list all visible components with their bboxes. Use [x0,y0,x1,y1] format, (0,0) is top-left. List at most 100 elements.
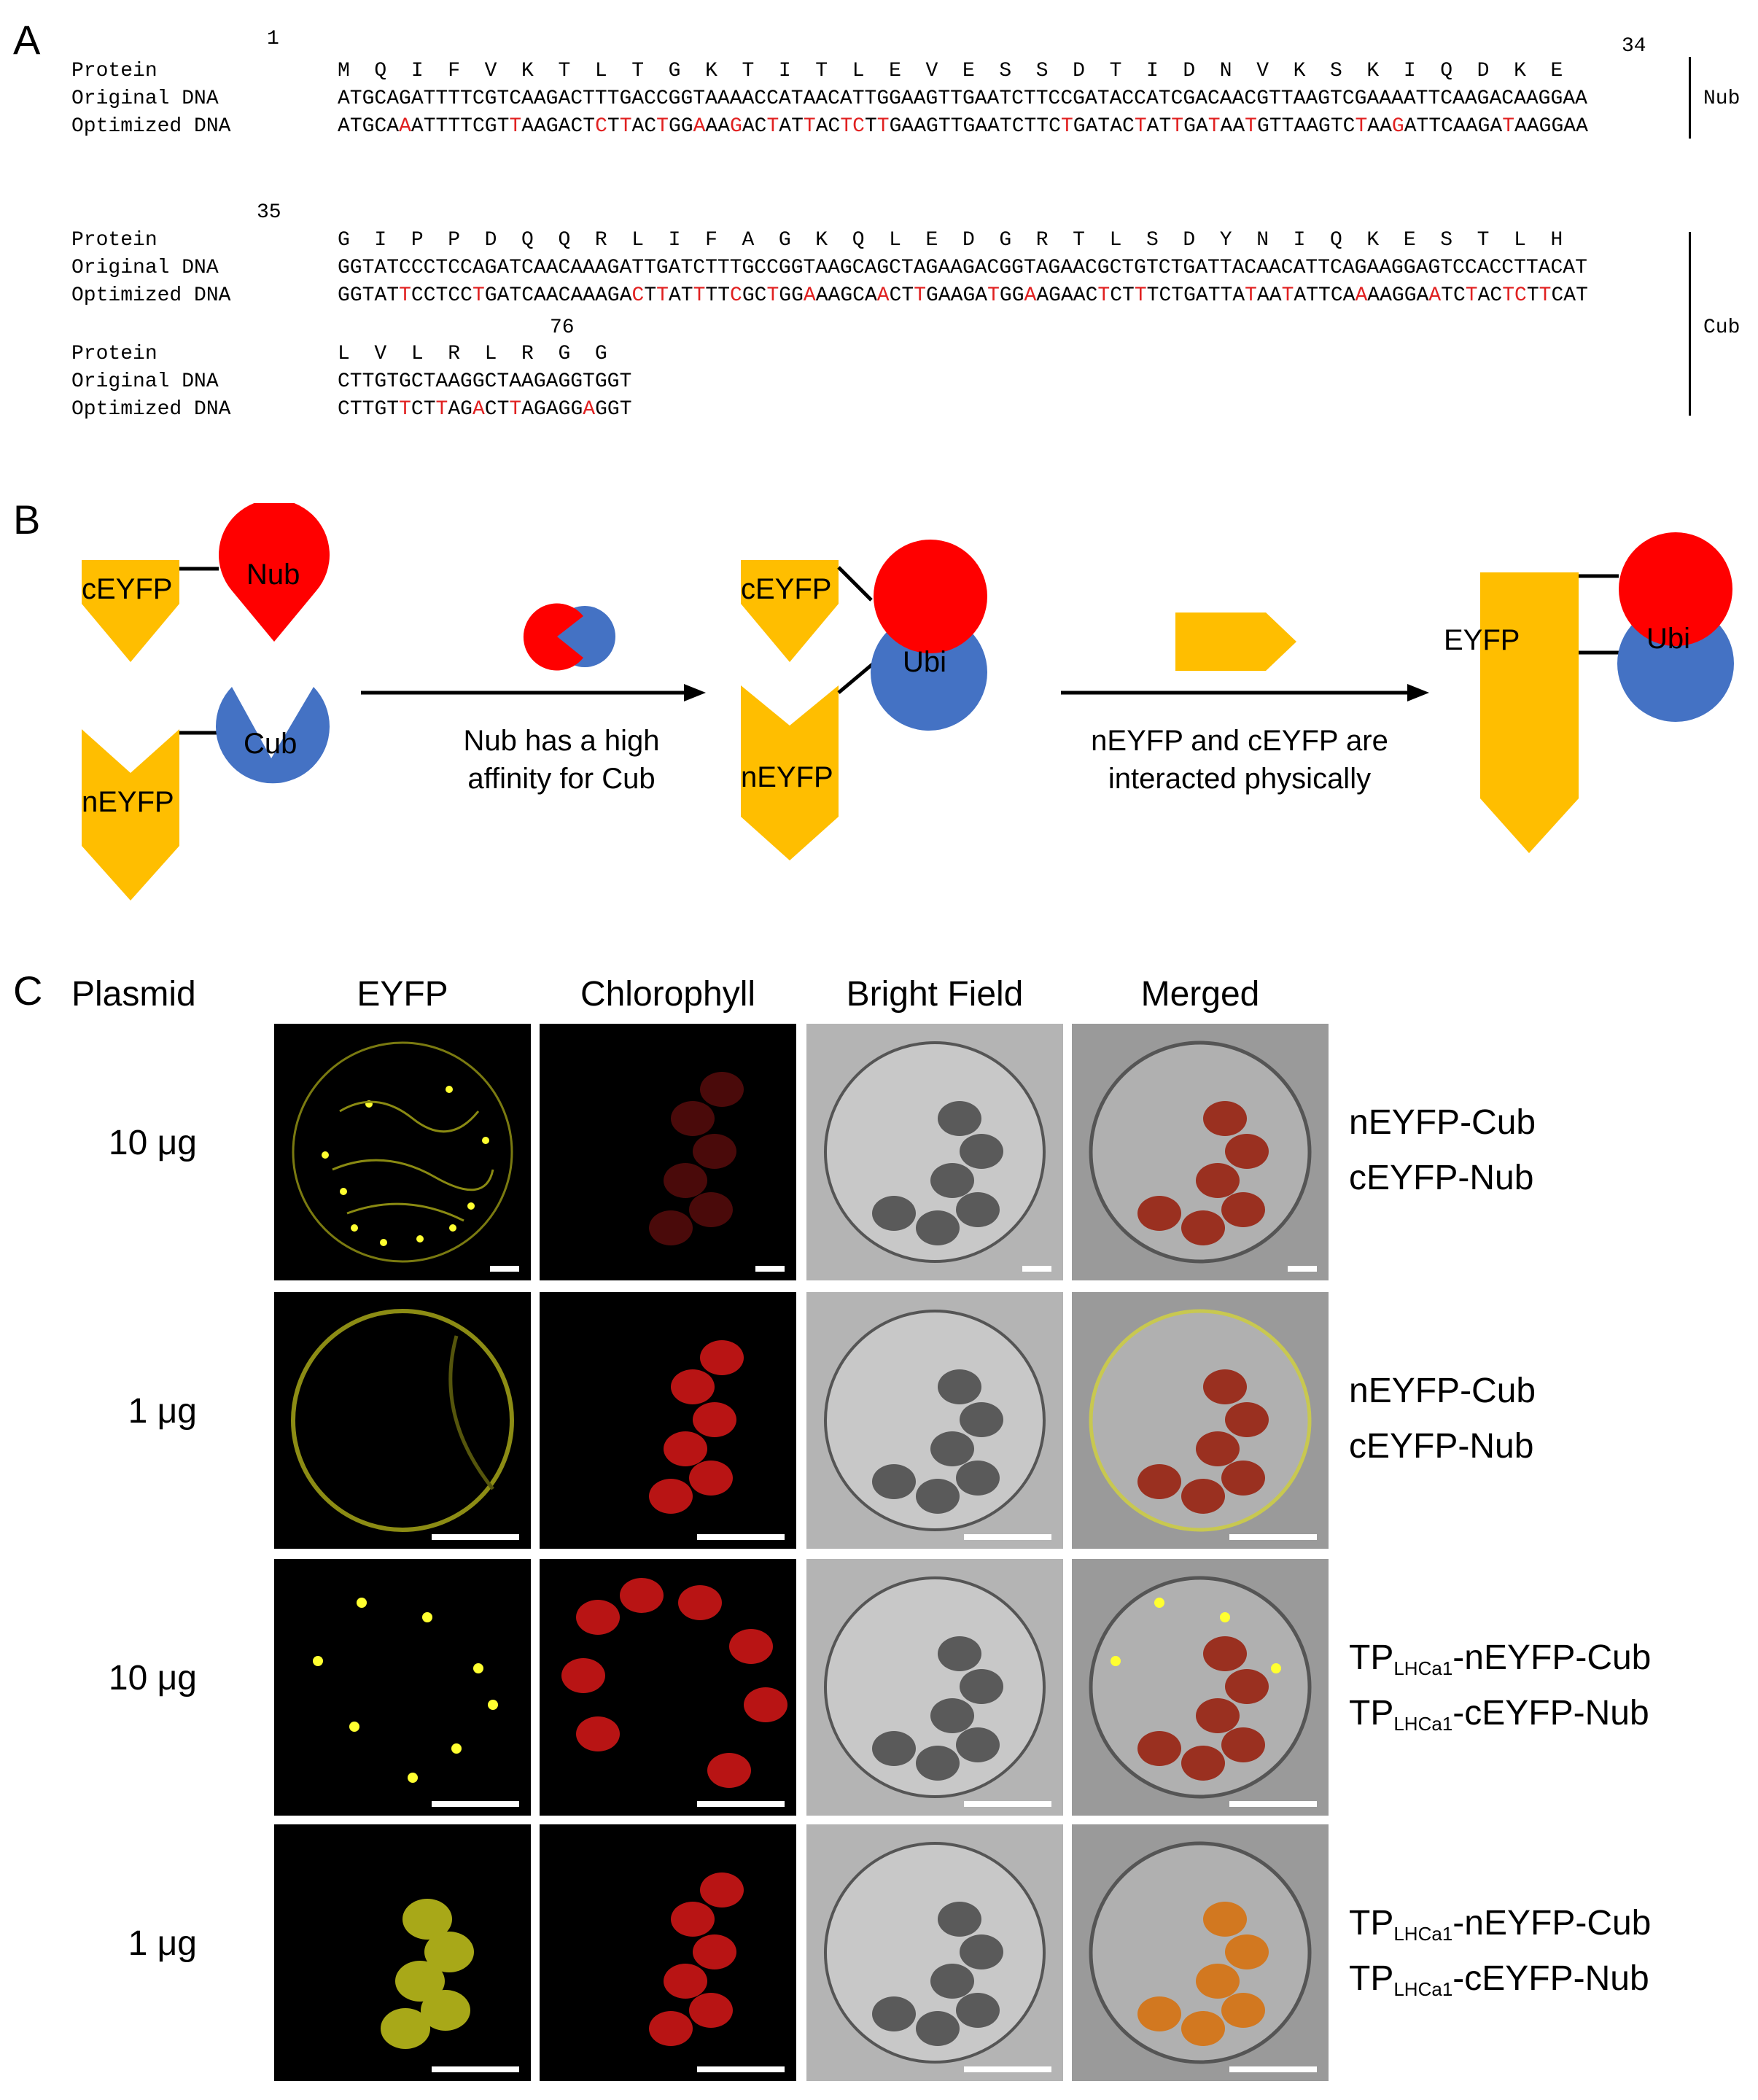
nub-bracket [1689,57,1691,139]
micrograph-bf-row-1 [806,1024,1063,1280]
scale-bar [432,2066,519,2072]
micrograph-bf-row-3 [806,1559,1063,1816]
eyfp-header: EYFP [357,975,448,1014]
position-35: 35 [257,201,281,224]
scale-bar [1022,1266,1051,1272]
panel-c-letter: C [13,968,43,1014]
ceyfp-shape-2 [741,560,839,662]
position-1: 1 [267,28,279,50]
chlorophyll-header: Chlorophyll [580,975,756,1014]
micrograph-chl-row-1 [540,1024,796,1280]
scale-bar [964,2066,1051,2072]
micrograph-merge-row-4 [1072,1824,1329,2081]
scale-bar [697,1801,785,1807]
scale-bar [1229,1534,1317,1540]
merged-header: Merged [1140,975,1260,1014]
dose-label-row-3: 10 μg [108,1659,197,1698]
neyfp-shape-2 [741,685,839,860]
block2-optimized-seq: GGTATTCCTCCTGATCAACAAAGACTTATTTTCGCTGGAA… [338,284,1588,307]
scale-bar [432,1801,519,1807]
scale-bar [964,1801,1051,1807]
micrograph-chl-row-4 [540,1824,796,2081]
nub-shape-2 [874,540,987,653]
dose-label-row-2: 1 μg [128,1392,197,1431]
arrow-step-2-head [1407,684,1429,701]
neyfp-label-2: nEYFP [741,761,833,793]
block2-original-seq: GGTATCCCTCCAGATCAACAAAGATTGATCTTTGCCGGTA… [338,257,1587,279]
block3-protein-seq: L V L R L R G G [338,343,607,365]
construct-label-row-2-l2: cEYFP-Nub [1349,1427,1534,1466]
micrograph-eyfp-row-3 [274,1559,531,1816]
scale-bar [490,1266,519,1272]
micrograph-merge-row-1 [1072,1024,1329,1280]
construct-label-row-4-l1: TPLHCa1-nEYFP-Cub [1349,1904,1652,1945]
construct-label-row-3-l1: TPLHCa1-nEYFP-Cub [1349,1638,1652,1679]
bright-field-header: Bright Field [846,975,1024,1014]
scale-bar [432,1534,519,1540]
position-76: 76 [550,316,575,339]
scale-bar [1229,1801,1317,1807]
construct-label-row-4-l2: TPLHCa1-cEYFP-Nub [1349,1959,1649,2000]
construct-label-row-1-l2: cEYFP-Nub [1349,1159,1534,1197]
ubi-label-2: Ubi [903,646,947,678]
cub-bracket [1689,232,1691,416]
block2-protein-seq: G I P P D Q Q R L I F A G K Q L E D G R … [338,229,1563,252]
nub-mini-shape [523,603,583,671]
linker-ceyfp-nub-2 [837,566,873,602]
scale-bar [697,2066,785,2072]
neyfp-shape-1 [82,729,179,901]
dose-label-row-4: 1 μg [128,1924,197,1963]
ceyfp-label-1: cEYFP [82,573,173,605]
scale-bar [697,1534,785,1540]
ubi-label-3: Ubi [1646,623,1691,655]
micrograph-eyfp-row-1 [274,1024,531,1280]
ceyfp-shape-1 [82,560,179,662]
micrograph-bf-row-4 [806,1824,1063,2081]
nub-shape-3 [1619,532,1732,646]
micrograph-chl-row-2 [540,1292,796,1549]
scale-bar [1229,2066,1317,2072]
scale-bar [964,1534,1051,1540]
micrograph-eyfp-row-4 [274,1824,531,2081]
block1-protein-seq: M Q I F V K T L T G K T I T L E V E S S … [338,60,1563,82]
construct-label-row-3-l2: TPLHCa1-cEYFP-Nub [1349,1694,1649,1735]
panel-b-letter: B [13,497,41,542]
eyfp-reconstituted-shape [1480,572,1579,853]
yellow-arrow-shape [1175,612,1296,671]
block1-optimized-seq: ATGCAAATTTTCGTTAAGACTCTTACTGGAAAGACTATTA… [338,115,1588,138]
nub-label-1: Nub [246,559,300,591]
plasmid-header: Plasmid [71,975,196,1014]
scale-bar [755,1266,785,1272]
micrograph-eyfp-row-2 [274,1292,531,1549]
construct-label-row-1-l1: nEYFP-Cub [1349,1103,1536,1142]
micrograph-chl-row-3 [540,1559,796,1816]
position-34: 34 [1622,35,1646,58]
dose-label-row-1: 10 μg [108,1124,197,1162]
block1-original-seq: ATGCAGATTTTCGTCAAGACTTTGACCGGTAAAACCATAA… [338,88,1587,110]
nub-shape-1 [219,503,330,642]
block3-optimized-seq: CTTGTTCTTAGACTTAGAGGAGGT [338,398,632,421]
nub-side-label: Nub [1703,88,1741,110]
construct-label-row-2-l1: nEYFP-Cub [1349,1372,1536,1410]
scale-bar [1288,1266,1317,1272]
cub-side-label: Cub [1703,316,1741,339]
arrow-step-1-head [684,684,706,701]
cub-label-1: Cub [244,728,297,760]
eyfp-burst-label: EYFP [1444,624,1520,656]
micrograph-merge-row-3 [1072,1559,1329,1816]
linker-neyfp-cub-2 [837,661,876,694]
split-ubiquitin-diagram [82,503,1734,901]
micrograph-bf-row-2 [806,1292,1063,1549]
panel-a-letter: A [13,17,41,63]
